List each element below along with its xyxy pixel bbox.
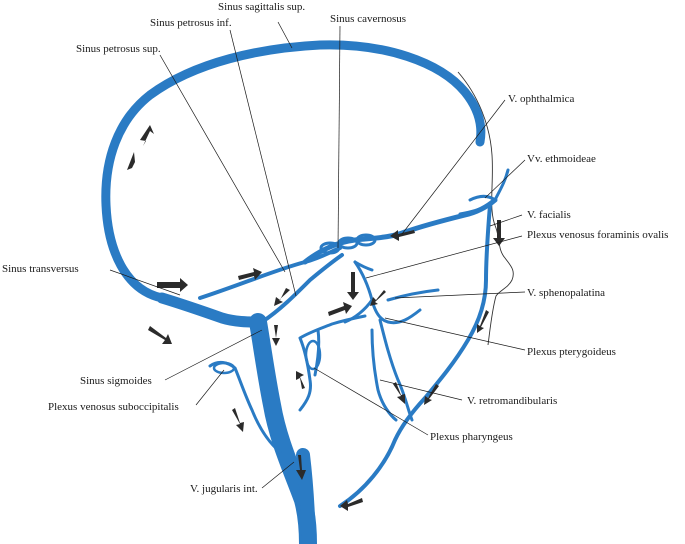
leader-sinus-petrosus-inf: [229, 29, 297, 297]
leader-v-facialis: [489, 214, 523, 227]
arrow-icon: [296, 455, 306, 480]
v-sphenopalatina-vein: [386, 288, 440, 302]
pharyngeal-plexus-loop: [304, 339, 322, 371]
leader-vv-ethmoideae: [484, 159, 526, 199]
label-plexus-venosus-foraminis-ovalis: Plexus venosus foraminis ovalis: [527, 229, 668, 241]
arrow-icon: [328, 302, 352, 316]
arrow-icon: [140, 125, 154, 146]
leader-plexus-suboccipitalis: [195, 369, 225, 406]
arrow-icon: [127, 152, 135, 170]
label-v-retromandibularis: V. retromandibularis: [467, 395, 557, 407]
leader-sinus-sigmoides: [164, 329, 263, 381]
leader-sinus-petrosus-sup: [159, 54, 286, 273]
label-plexus-pterygoideus: Plexus pterygoideus: [527, 346, 616, 358]
leader-v-jugularis-int: [261, 461, 295, 489]
v-facialis-vein: [338, 203, 492, 508]
label-sinus-sigmoides: Sinus sigmoides: [80, 375, 152, 387]
arrow-icon: [238, 268, 262, 280]
arrow-icon: [274, 288, 290, 306]
arrow-icon: [477, 310, 489, 333]
arrow-icon: [340, 498, 363, 511]
leader-v-retromandibularis: [379, 379, 463, 401]
leader-sinus-sagittalis: [277, 21, 293, 49]
arrow-icon: [272, 325, 280, 346]
plexus-venosus-foraminis-ovalis-vein: [353, 260, 374, 272]
label-v-jugularis-int: V. jugularis int.: [190, 483, 258, 495]
sinus-transversus-vein: [156, 292, 264, 328]
arrow-icon: [347, 272, 359, 300]
arrow-icon: [370, 290, 386, 306]
label-plexus-pharyngeus: Plexus pharyngeus: [430, 431, 513, 443]
vv-ethmoideae-vein: [458, 168, 510, 216]
label-sinus-cavernosus: Sinus cavernosus: [330, 13, 406, 25]
plexus-pharyngeus-vein: [298, 314, 367, 412]
arrow-icon: [232, 408, 244, 432]
label-v-ophthalmica: V. ophthalmica: [508, 93, 575, 105]
cavernous-plexus-loop-1: [319, 241, 341, 255]
v-retromandibularis-vein: [370, 328, 398, 422]
leader-plexus-pharyngeus: [313, 367, 429, 436]
label-sinus-transversus: Sinus transversus: [2, 263, 79, 275]
arrow-icon: [424, 384, 439, 405]
label-sinus-petrosus-inf: Sinus petrosus inf.: [150, 17, 232, 29]
arrow-icon: [296, 371, 305, 389]
arrow-icon: [390, 230, 415, 241]
label-sinus-petrosus-sup: Sinus petrosus sup.: [76, 43, 161, 55]
plexus-pterygoideus-vein: [343, 260, 422, 422]
v-jugularis-int-vein: [296, 448, 316, 544]
arrow-icon: [148, 326, 172, 344]
cavernous-plexus-loop-3: [355, 233, 377, 247]
leader-plexus-pterygoideus: [384, 317, 526, 351]
labels: Sinus sagittalis sup. Sinus petrosus inf…: [2, 1, 668, 495]
label-v-facialis: V. facialis: [527, 209, 571, 221]
arrow-icon: [157, 278, 188, 292]
v-ophthalmica-vein: [402, 197, 498, 235]
leader-sinus-cavernosus: [337, 25, 341, 249]
label-plexus-venosus-suboccipitalis: Plexus venosus suboccipitalis: [48, 401, 179, 413]
arrow-icon: [393, 382, 405, 404]
label-v-sphenopalatina: V. sphenopalatina: [527, 287, 605, 299]
sinus-sigmoides-vein: [249, 313, 317, 544]
leader-sinus-transversus: [109, 269, 181, 296]
label-sinus-sagittalis-sup: Sinus sagittalis sup.: [218, 1, 305, 13]
sinus-sagittalis-sup-vein: [101, 40, 486, 303]
leader-v-ophthalmica: [401, 99, 506, 235]
flow-arrows: [127, 125, 505, 511]
sinus-petrosus-inf-vein: [260, 253, 344, 324]
face-profile-outline: [457, 71, 514, 346]
arrow-icon: [493, 220, 505, 246]
suboccipital-plexus-loop: [212, 361, 236, 375]
label-vv-ethmoideae: Vv. ethmoideae: [527, 153, 596, 165]
leader-v-sphenopalatina: [394, 291, 526, 299]
leader-lines: [109, 21, 526, 489]
leader-plexus-foraminis-ovalis: [365, 235, 523, 279]
